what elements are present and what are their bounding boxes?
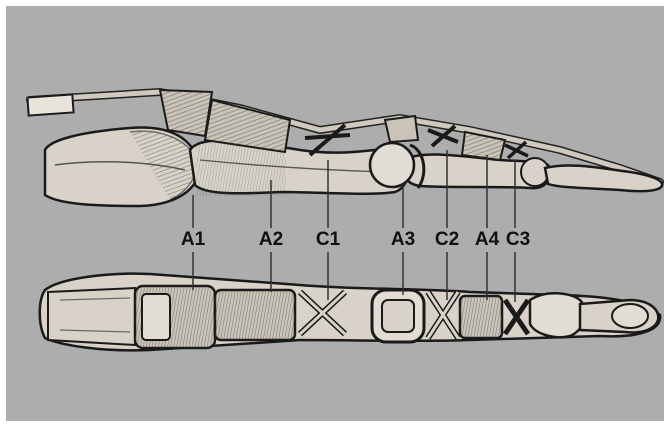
label-a1: A1 (171, 228, 215, 252)
volar-metacarpal (48, 288, 135, 345)
label-a3: A3 (381, 228, 425, 252)
label-c1: C1 (306, 228, 350, 252)
volar-view (40, 274, 660, 351)
tendon-stub (27, 94, 73, 115)
lateral-view (27, 90, 662, 206)
distal-phalanx (545, 165, 662, 191)
pip-joint (370, 143, 414, 187)
pulley-a3-lateral (385, 116, 418, 142)
volar-dip-joint (530, 293, 585, 337)
label-a4: A4 (470, 228, 504, 252)
label-c2: C2 (429, 228, 465, 252)
label-a2: A2 (249, 228, 293, 252)
label-c3: C3 (503, 228, 533, 252)
